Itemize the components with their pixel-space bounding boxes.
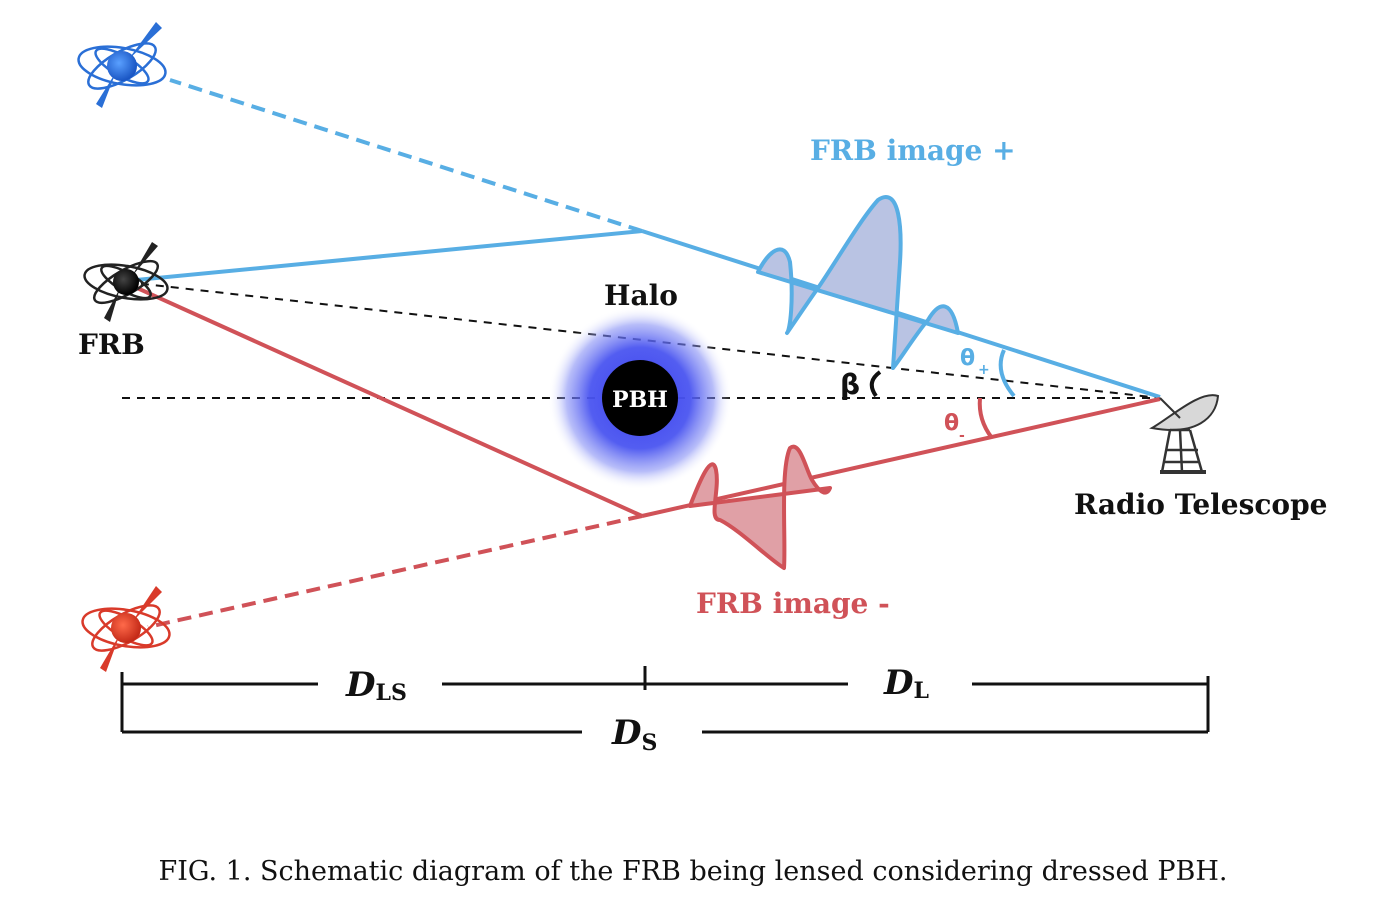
- theta-minus-label: θ: [944, 411, 959, 436]
- theta-minus-subscript: -: [959, 428, 965, 444]
- radio-telescope-label: Radio Telescope: [1074, 488, 1327, 521]
- frb-label: FRB: [78, 328, 145, 361]
- pbh-core: [602, 360, 678, 436]
- distance-ds-label: DS: [611, 713, 657, 756]
- frb-image-plus-source-icon: [77, 22, 167, 108]
- figure-caption: FIG. 1. Schematic diagram of the FRB bei…: [158, 856, 1228, 887]
- radio-telescope-icon: [1149, 394, 1220, 474]
- pulse-waveform-minus: [688, 444, 832, 570]
- minus-ray-observer-segment: [641, 397, 1161, 518]
- frb-image-minus-source-icon: [81, 586, 171, 672]
- plus-ray-source-segment: [125, 229, 643, 283]
- frb-image-plus-label: FRB image +: [810, 134, 1016, 167]
- beta-arc: [869, 370, 882, 398]
- frb-image-minus-label: FRB image -: [696, 587, 890, 620]
- beta-label: β: [840, 368, 860, 401]
- distance-dl-label: DL: [883, 663, 929, 704]
- distance-dls-label: DLS: [345, 665, 407, 706]
- frb-source-icon: [83, 242, 169, 322]
- pbh-label: PBH: [612, 387, 668, 413]
- pulse-waveform-plus: [756, 195, 960, 370]
- minus-ray-source-segment: [125, 281, 643, 518]
- theta-plus-label: θ: [960, 346, 975, 371]
- minus-ray-virtual-segment: [147, 514, 643, 629]
- theta-minus-arc: [977, 397, 994, 440]
- plus-ray-virtual-segment: [169, 78, 643, 233]
- halo-label: Halo: [604, 279, 678, 312]
- theta-plus-arc: [998, 349, 1016, 398]
- theta-plus-subscript: +: [978, 362, 990, 378]
- distance-scale: [120, 666, 1210, 734]
